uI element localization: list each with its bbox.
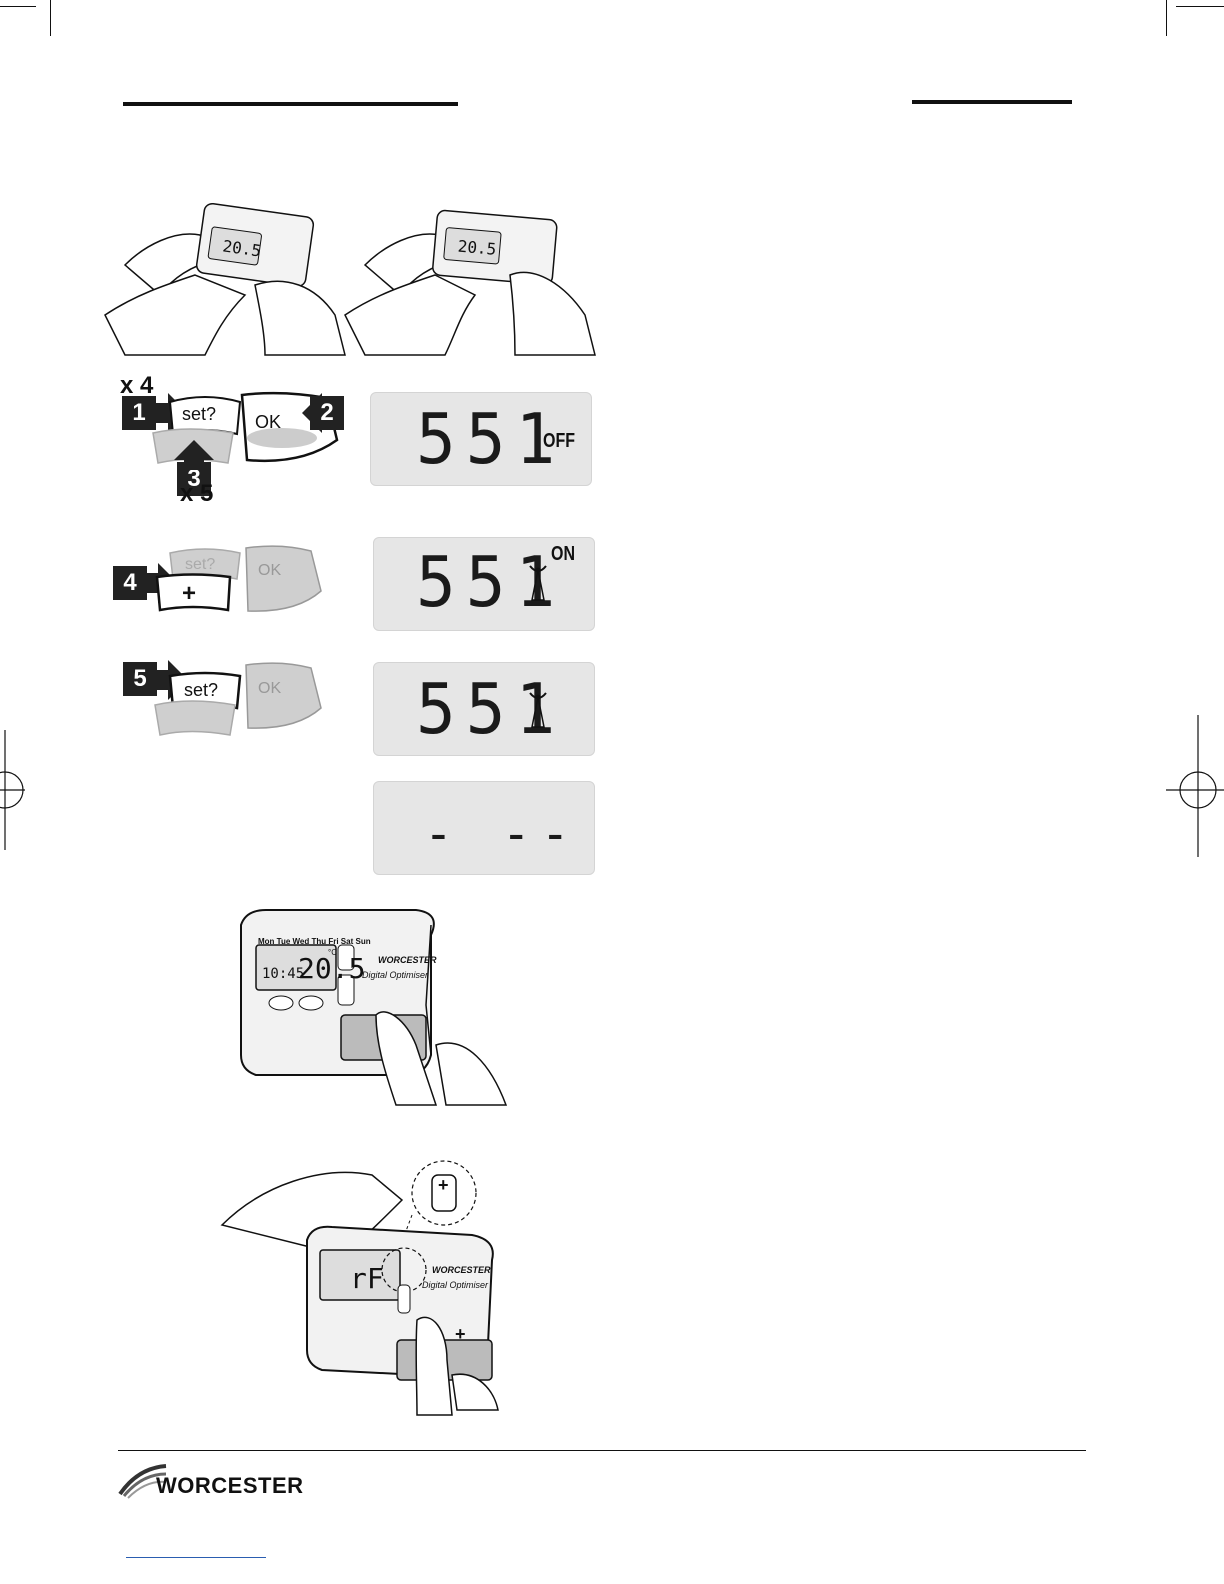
multiplier-x5: x 5 (180, 480, 213, 508)
plus-button-graphic-faded (150, 700, 240, 740)
footer-logo-text: WORCESTER (156, 1473, 304, 1499)
compartment-plus-label: + (455, 1324, 466, 1345)
crop-mark-top-right (1176, 6, 1224, 7)
device-brand: WORCESTER (378, 955, 437, 965)
lcd-state-off: OFF (543, 430, 575, 453)
lcd-panel-4: - -- (373, 781, 595, 875)
device-model-2: Digital Optimiser (422, 1280, 488, 1290)
ok-button-graphic-faded (236, 543, 326, 623)
arrow-up-icon (174, 440, 214, 470)
hands-holding-thermostat-illustration-2: 20.5 (345, 205, 595, 355)
hands-holding-thermostat-illustration-1: 20.5 (105, 205, 345, 355)
footer-blue-rule (126, 1557, 266, 1558)
antenna-signal-icon (526, 562, 550, 602)
zoom-plus-label: + (438, 1175, 449, 1196)
ok-faded-label: OK (258, 562, 281, 580)
plus-button-label: + (182, 580, 196, 608)
crop-mark-top-right-v (1166, 0, 1167, 36)
set-button-label: set? (184, 680, 218, 701)
antenna-signal-icon (526, 689, 550, 729)
crop-mark-top-left (0, 6, 36, 7)
lcd-panel-3: 551 (373, 662, 595, 756)
registration-mark-right (1166, 715, 1224, 865)
thermostat-battery-illustration (236, 905, 516, 1105)
footer-rule (118, 1450, 1086, 1451)
header-rule-right (912, 100, 1072, 104)
lcd-panel-2: 551 ON (373, 537, 595, 631)
lcd-panel-1: 551 OFF (370, 392, 592, 486)
header-rule-left (123, 102, 458, 106)
crop-mark-top-left-v (50, 0, 51, 36)
ok-button-label: OK (255, 412, 281, 433)
device-rf-display: rF (350, 1262, 384, 1295)
step-badge-2: 2 (310, 396, 344, 430)
device-temp-unit: °C (328, 948, 337, 957)
registration-mark-left (0, 730, 25, 850)
svg-text:20.5: 20.5 (457, 237, 497, 259)
device-model: Digital Optimiser (362, 970, 428, 980)
set-button-label: set? (182, 404, 216, 425)
lcd-state-on: ON (551, 543, 575, 566)
device-days-label: Mon Tue Wed Thu Fri Sat Sun (258, 937, 371, 946)
ok-button-graphic-faded (236, 660, 326, 740)
device-brand-2: WORCESTER (432, 1265, 491, 1275)
ok-faded-label: OK (258, 680, 281, 698)
lcd-code: - -- (424, 809, 580, 859)
